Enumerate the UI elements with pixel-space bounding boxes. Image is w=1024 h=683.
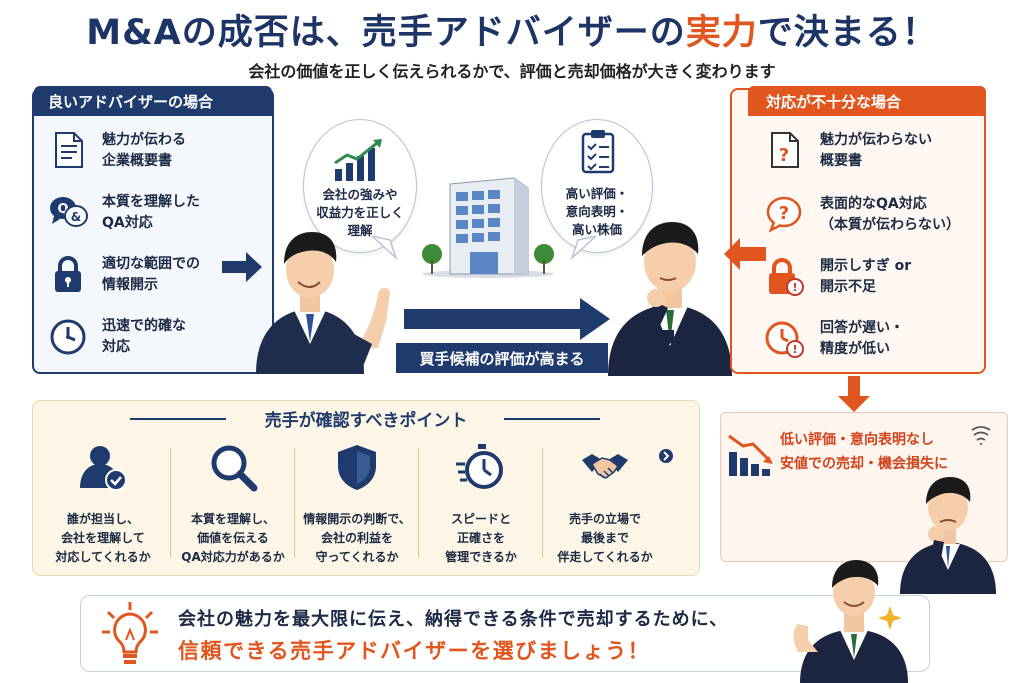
arrow-left-icon <box>724 238 766 270</box>
qa-chat-icon: Q & <box>50 197 88 227</box>
stress-scribble-icon <box>971 426 991 445</box>
center-arrow-icon <box>404 298 610 340</box>
office-building-icon <box>422 177 554 278</box>
svg-text:!: ! <box>792 281 797 294</box>
points-divider <box>418 448 419 558</box>
points-title-line-left <box>130 418 226 420</box>
lightbulb-icon <box>102 602 158 664</box>
point-item-speed: スピードと正確さを管理できるか <box>420 438 542 568</box>
worried-man-illustration <box>900 477 996 594</box>
arrow-down-icon <box>838 376 870 412</box>
buyer-evaluation-label: 買手候補の評価が高まる <box>396 343 608 373</box>
result-line2: 安値での売却・機会損失に <box>780 456 948 472</box>
magnifier-icon <box>211 445 258 492</box>
clock-icon <box>50 319 86 355</box>
sparkle-icon <box>878 606 902 630</box>
svg-text:?: ? <box>779 203 789 224</box>
bad-advisor-list: ? 魅力が伝わらない概要書 ? 表面的なQA対応（本質が伝わらない） ! 開示し… <box>748 116 986 374</box>
bad-item-qa: ? 表面的なQA対応（本質が伝わらない） <box>758 190 994 244</box>
lock-warning-icon: ! <box>769 258 804 296</box>
bubble-left-line1: 会社の強みや <box>322 187 398 202</box>
chevron-right-icon <box>659 449 673 463</box>
cta-line1: 会社の魅力を最大限に伝え、納得できる条件で売却するために、 <box>178 609 729 630</box>
points-divider <box>542 448 543 558</box>
handshake-icon <box>582 454 628 479</box>
bubble-right-line1: 高い評価・ <box>565 186 629 201</box>
good-item-overview: 魅力が伝わる企業概要書 <box>42 126 267 178</box>
person-check-icon <box>80 446 127 491</box>
shield-icon <box>338 445 376 490</box>
stopwatch-icon <box>456 444 503 489</box>
page-title: M&Aの成否は、売手アドバイザーの実力で決まる！ <box>86 13 938 53</box>
buyer-man-illustration <box>608 222 732 376</box>
document-icon <box>55 132 83 168</box>
point-item-person: 誰が担当し、会社を理解して対応してくれるか <box>42 438 164 568</box>
points-divider <box>170 448 171 558</box>
points-title: 売手が確認すべきポイント <box>264 411 468 431</box>
bubble-left-line3: 理解 <box>347 223 373 238</box>
result-line1: 低い評価・意向表明なし <box>780 432 934 448</box>
clock-warning-icon: ! <box>765 321 804 358</box>
bubble-right-line3: 高い株価 <box>571 222 622 237</box>
points-divider <box>294 448 295 558</box>
question-bubble-icon: ? <box>766 196 802 233</box>
clipboard-checklist-icon <box>581 130 615 174</box>
bubble-right-line2: 意向表明・ <box>565 204 629 219</box>
svg-text:?: ? <box>779 145 789 166</box>
bubble-left-tail <box>372 236 398 260</box>
declining-chart-icon <box>728 434 773 476</box>
lock-icon <box>55 256 81 292</box>
svg-text:Q: Q <box>57 202 68 217</box>
bubble-right-tail <box>570 236 596 260</box>
good-item-disclosure: 適切な範囲での情報開示 <box>42 250 267 302</box>
point-item-disclosure: 情報開示の判断で、会社の利益を守ってくれるか <box>296 438 418 568</box>
svg-text:&: & <box>71 210 81 224</box>
good-advisor-header: 良いアドバイザーの場合 <box>34 86 272 116</box>
points-title-line-right <box>504 418 600 420</box>
check-points-panel <box>32 400 700 576</box>
call-to-action-panel <box>80 595 930 672</box>
advisor-man-illustration <box>256 232 390 374</box>
point-item-partner: 売手の立場で最後まで伴走してくれるか <box>544 438 666 568</box>
good-item-speed: 迅速で的確な対応 <box>42 312 267 364</box>
svg-text:!: ! <box>792 343 797 356</box>
bad-advisor-header: 対応が不十分な場合 <box>748 86 986 116</box>
bubble-left <box>303 119 417 253</box>
bad-item-overview: ? 魅力が伝わらない概要書 <box>758 126 994 180</box>
growth-chart-icon <box>334 139 382 181</box>
bad-item-response: ! 回答が遅い・精度が低い <box>758 314 994 368</box>
document-question-icon: ? <box>771 132 799 168</box>
confident-man-illustration <box>793 560 908 683</box>
bubble-left-line2: 収益力を正しく <box>316 205 404 220</box>
arrow-right-icon <box>222 252 262 282</box>
cta-line2: 信頼できる売手アドバイザーを選びましょう！ <box>178 639 651 663</box>
page-subtitle: 会社の価値を正しく伝えられるかで、評価と売却価格が大きく変わります <box>248 62 776 81</box>
